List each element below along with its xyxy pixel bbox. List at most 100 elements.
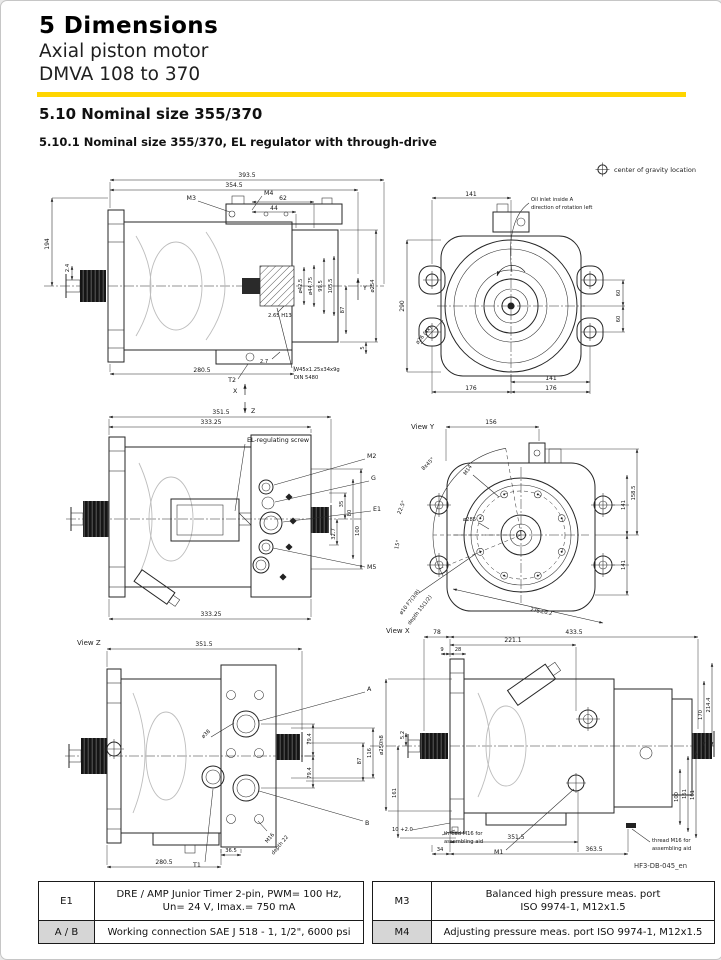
v1-body	[44, 195, 384, 365]
dim-label: 141	[465, 191, 477, 198]
dim-label: 141	[545, 375, 557, 382]
chapter-title: 5 Dimensions	[39, 13, 219, 39]
axis-label-x: X	[233, 388, 238, 395]
v5-body	[65, 664, 311, 854]
port-label: G	[371, 475, 376, 482]
shaft-cross-section	[259, 265, 295, 307]
table-desc: DRE / AMP Junior Timer 2-pin, PWM= 100 H…	[95, 882, 363, 920]
note-line: Oil inlet inside A	[531, 197, 574, 203]
dim-label: 290	[399, 300, 406, 312]
cog-legend-label: center of gravity location	[614, 165, 696, 174]
dim-label: 9	[440, 647, 443, 653]
v2-dimensions: 141 Oil inlet inside A direction of rota…	[399, 191, 625, 394]
dim-label: 105.5	[328, 279, 334, 294]
dim-label: 100	[674, 792, 680, 802]
accent-rule	[37, 92, 686, 97]
dim-label: 10 +2.0	[392, 827, 413, 833]
bolt-hole	[423, 271, 599, 341]
dim-label: 80	[347, 510, 353, 517]
port-label: M3	[187, 195, 196, 202]
chamfer-note: 8x45°	[421, 456, 437, 472]
thread-note: M16	[264, 832, 276, 844]
dim-label: ø38	[201, 729, 212, 740]
dim-label: 194	[44, 238, 51, 250]
section-heading: 5.10 Nominal size 355/370	[39, 105, 263, 123]
dim-label: 36.5	[225, 848, 237, 854]
dim-label: 176	[465, 385, 477, 392]
table-desc-line: ISO 9974-1, M12x1.5	[520, 902, 626, 913]
dim-label: 87	[357, 758, 363, 765]
port-label: A	[367, 686, 372, 693]
splined-shaft	[81, 738, 107, 774]
thread-note: thread M16 for	[444, 831, 483, 837]
v6-body	[370, 658, 715, 834]
dim-label: 351.5	[507, 834, 524, 841]
dim-label: 351.5	[212, 409, 229, 416]
dim-label: ø250h8	[379, 735, 385, 755]
drawing-regulator-view: 351.5 333.25 333.25 EL-regulating screw …	[66, 409, 381, 621]
port-label: M4	[264, 190, 273, 197]
drawing-view-z: View Z	[65, 639, 375, 869]
view-title: View Z	[77, 639, 101, 647]
dim-label: ø44.75	[308, 277, 314, 295]
angle-label: 22.5°	[397, 500, 408, 516]
port-label: M1	[494, 849, 503, 856]
dim-label: 34	[437, 847, 444, 853]
thread-note: M14	[463, 464, 475, 477]
drawing-view-y: View Y	[394, 419, 639, 626]
dim-label: 78	[433, 629, 441, 636]
view-title: View X	[386, 627, 410, 635]
table-desc-line: Balanced high pressure meas. port	[485, 889, 661, 900]
port-table-left: E1 DRE / AMP Junior Timer 2-pin, PWM= 10…	[38, 881, 364, 944]
dim-label: ø285	[463, 517, 476, 523]
dim-label: 351.5	[195, 641, 212, 648]
dim-label: 176	[545, 385, 557, 392]
dim-label: 60	[616, 316, 622, 323]
drawing-side-view: 393.5 354.5 M3 M4 62 44 194 2.4 ø42.5 ø4…	[44, 172, 385, 384]
table-key: E1	[39, 882, 95, 920]
spline-note: DIN 5480	[294, 375, 318, 381]
splined-shaft	[80, 270, 106, 302]
dim-label: 35	[339, 501, 345, 508]
axis-label-y: Y	[362, 285, 367, 292]
table-desc: Working connection SAE J 518 - 1, 1/2", …	[95, 921, 363, 943]
dim-label: 393.5	[238, 172, 255, 179]
thread-note: assembling aid	[652, 846, 691, 852]
dim-label: 2.4	[65, 263, 71, 272]
axis-label-z: Z	[251, 408, 256, 415]
thread-note: thread M16 for	[652, 838, 691, 844]
thread-note: assembling aid	[444, 839, 483, 845]
v4-dimensions: 156 8x45° M14 22.5° 15° ø285 158.5 141 1…	[394, 419, 639, 626]
table-row: E1 DRE / AMP Junior Timer 2-pin, PWM= 10…	[39, 882, 363, 920]
table-desc: Balanced high pressure meas. port ISO 99…	[432, 882, 714, 920]
port-face-details	[252, 479, 297, 581]
dim-label: 433.5	[565, 629, 582, 636]
through-drive-coupling	[692, 733, 712, 759]
table-desc-line: DRE / AMP Junior Timer 2-pin, PWM= 100 H…	[116, 889, 342, 900]
v4-body	[427, 442, 615, 612]
dim-label: 280.5	[193, 367, 210, 374]
port-label: E1	[373, 506, 381, 513]
dim-label: 214.4	[706, 697, 712, 713]
dim-label: 156	[485, 419, 497, 426]
table-desc-line: Working connection SAE J 518 - 1, 1/2", …	[107, 926, 351, 938]
bolt-circle-holes	[476, 490, 566, 580]
table-key: M3	[373, 882, 432, 920]
table-desc: Adjusting pressure meas. port ISO 9974-1…	[432, 921, 714, 943]
splined-shaft	[83, 501, 109, 537]
dim-label: ø26 (4x)	[415, 325, 434, 346]
table-key: M4	[373, 921, 432, 943]
v3-dimensions: 351.5 333.25 333.25 EL-regulating screw …	[108, 409, 381, 621]
table-row: M3 Balanced high pressure meas. port ISO…	[373, 882, 714, 920]
dim-label: 170	[698, 710, 704, 720]
dim-label: 5.2	[400, 731, 406, 739]
dim-label: 333.25	[201, 419, 222, 426]
solenoid	[133, 569, 181, 607]
dim-label: 161	[690, 790, 696, 800]
port-label: T2	[227, 377, 236, 384]
dim-label: 5	[360, 346, 366, 349]
dim-label: 221.1	[504, 637, 521, 644]
dim-label: 151	[682, 789, 688, 799]
v2-body	[418, 203, 604, 382]
drawing-front-view: 141 Oil inlet inside A direction of rota…	[399, 191, 625, 394]
